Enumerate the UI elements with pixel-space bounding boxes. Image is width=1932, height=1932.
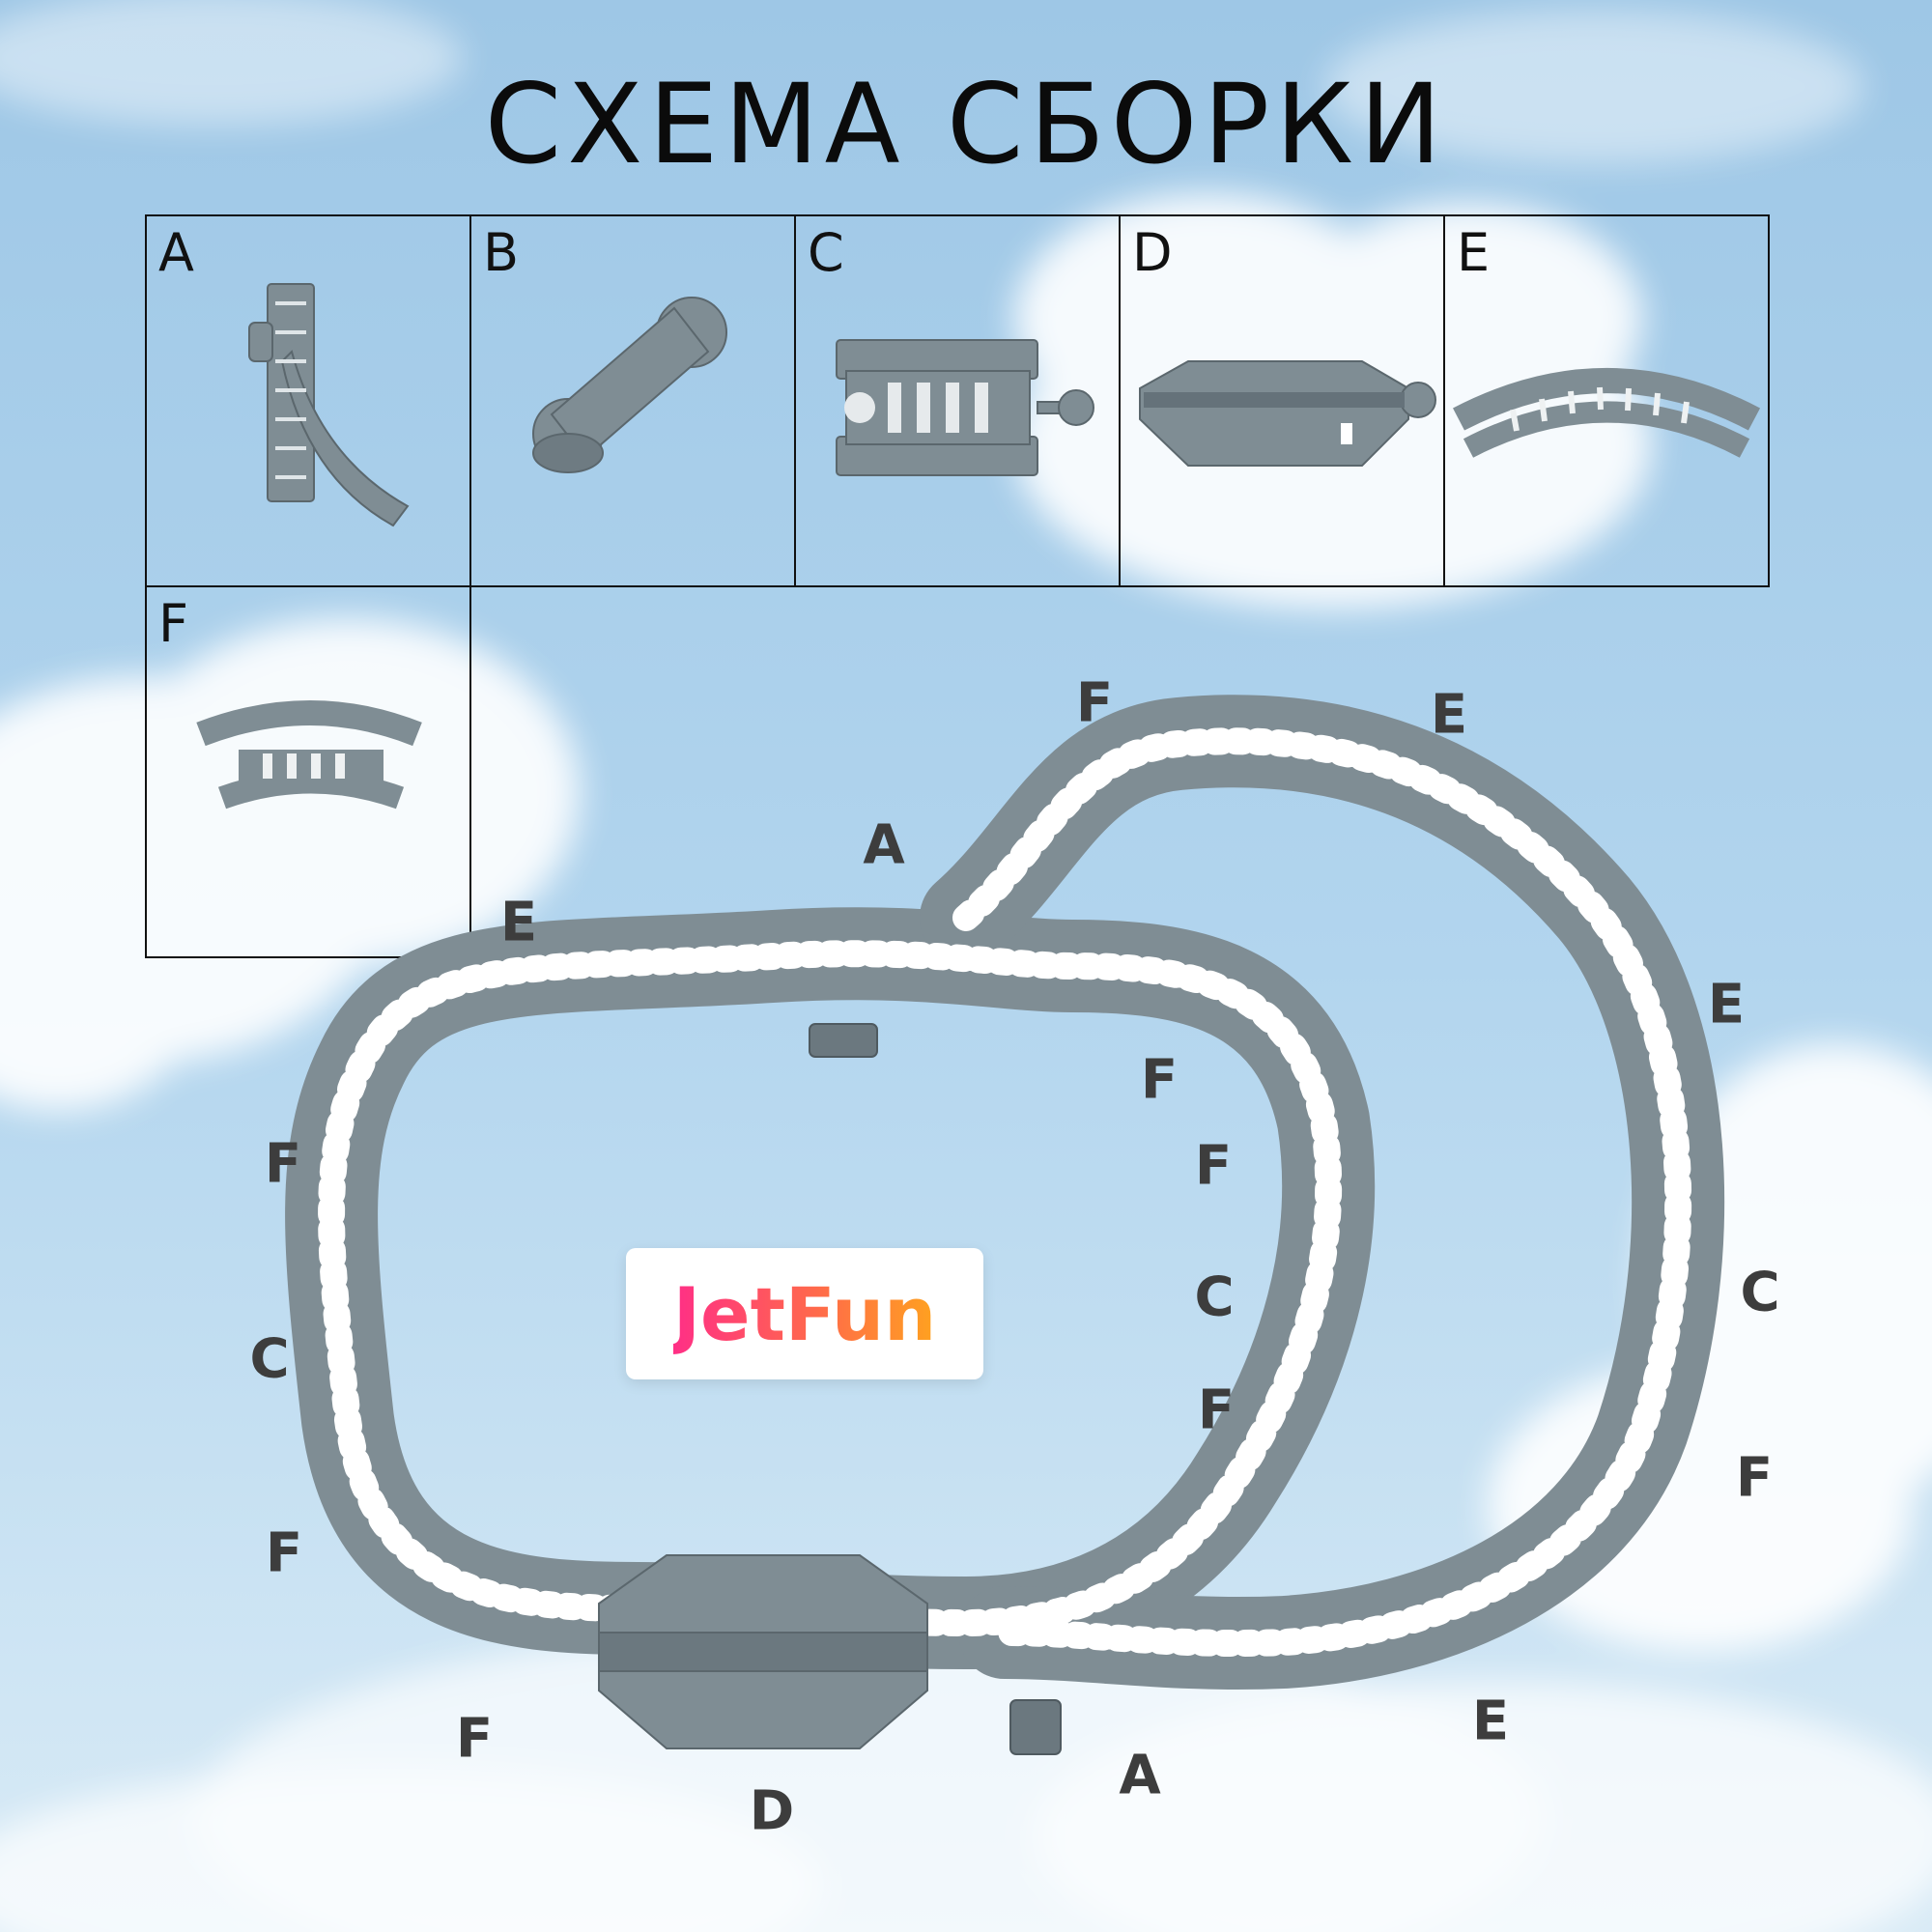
track-label: F [1141,1049,1178,1112]
track-label: A [1119,1745,1160,1807]
track-label: C [1194,1266,1234,1329]
track-label: F [1076,672,1113,735]
track-label: F [1198,1379,1235,1442]
track-label: D [750,1780,794,1843]
track-label: F [1736,1447,1773,1510]
track-label: F [266,1522,302,1585]
track-label: F [456,1708,493,1771]
track-label: F [265,1133,301,1196]
track-label: E [1472,1690,1509,1753]
track-label: F [1195,1135,1232,1198]
track-label: A [863,814,904,877]
track-label: E [1708,974,1745,1037]
track-label: C [1740,1262,1779,1324]
track-label: E [500,892,537,954]
switch-support-top [810,1024,877,1057]
station-piece [599,1555,927,1748]
logo-text: JetFun [673,1271,937,1357]
switch-support-bottom [1010,1700,1061,1754]
jetfun-logo: JetFun [626,1248,983,1379]
track-label: C [249,1328,289,1391]
track-label: E [1431,684,1467,747]
